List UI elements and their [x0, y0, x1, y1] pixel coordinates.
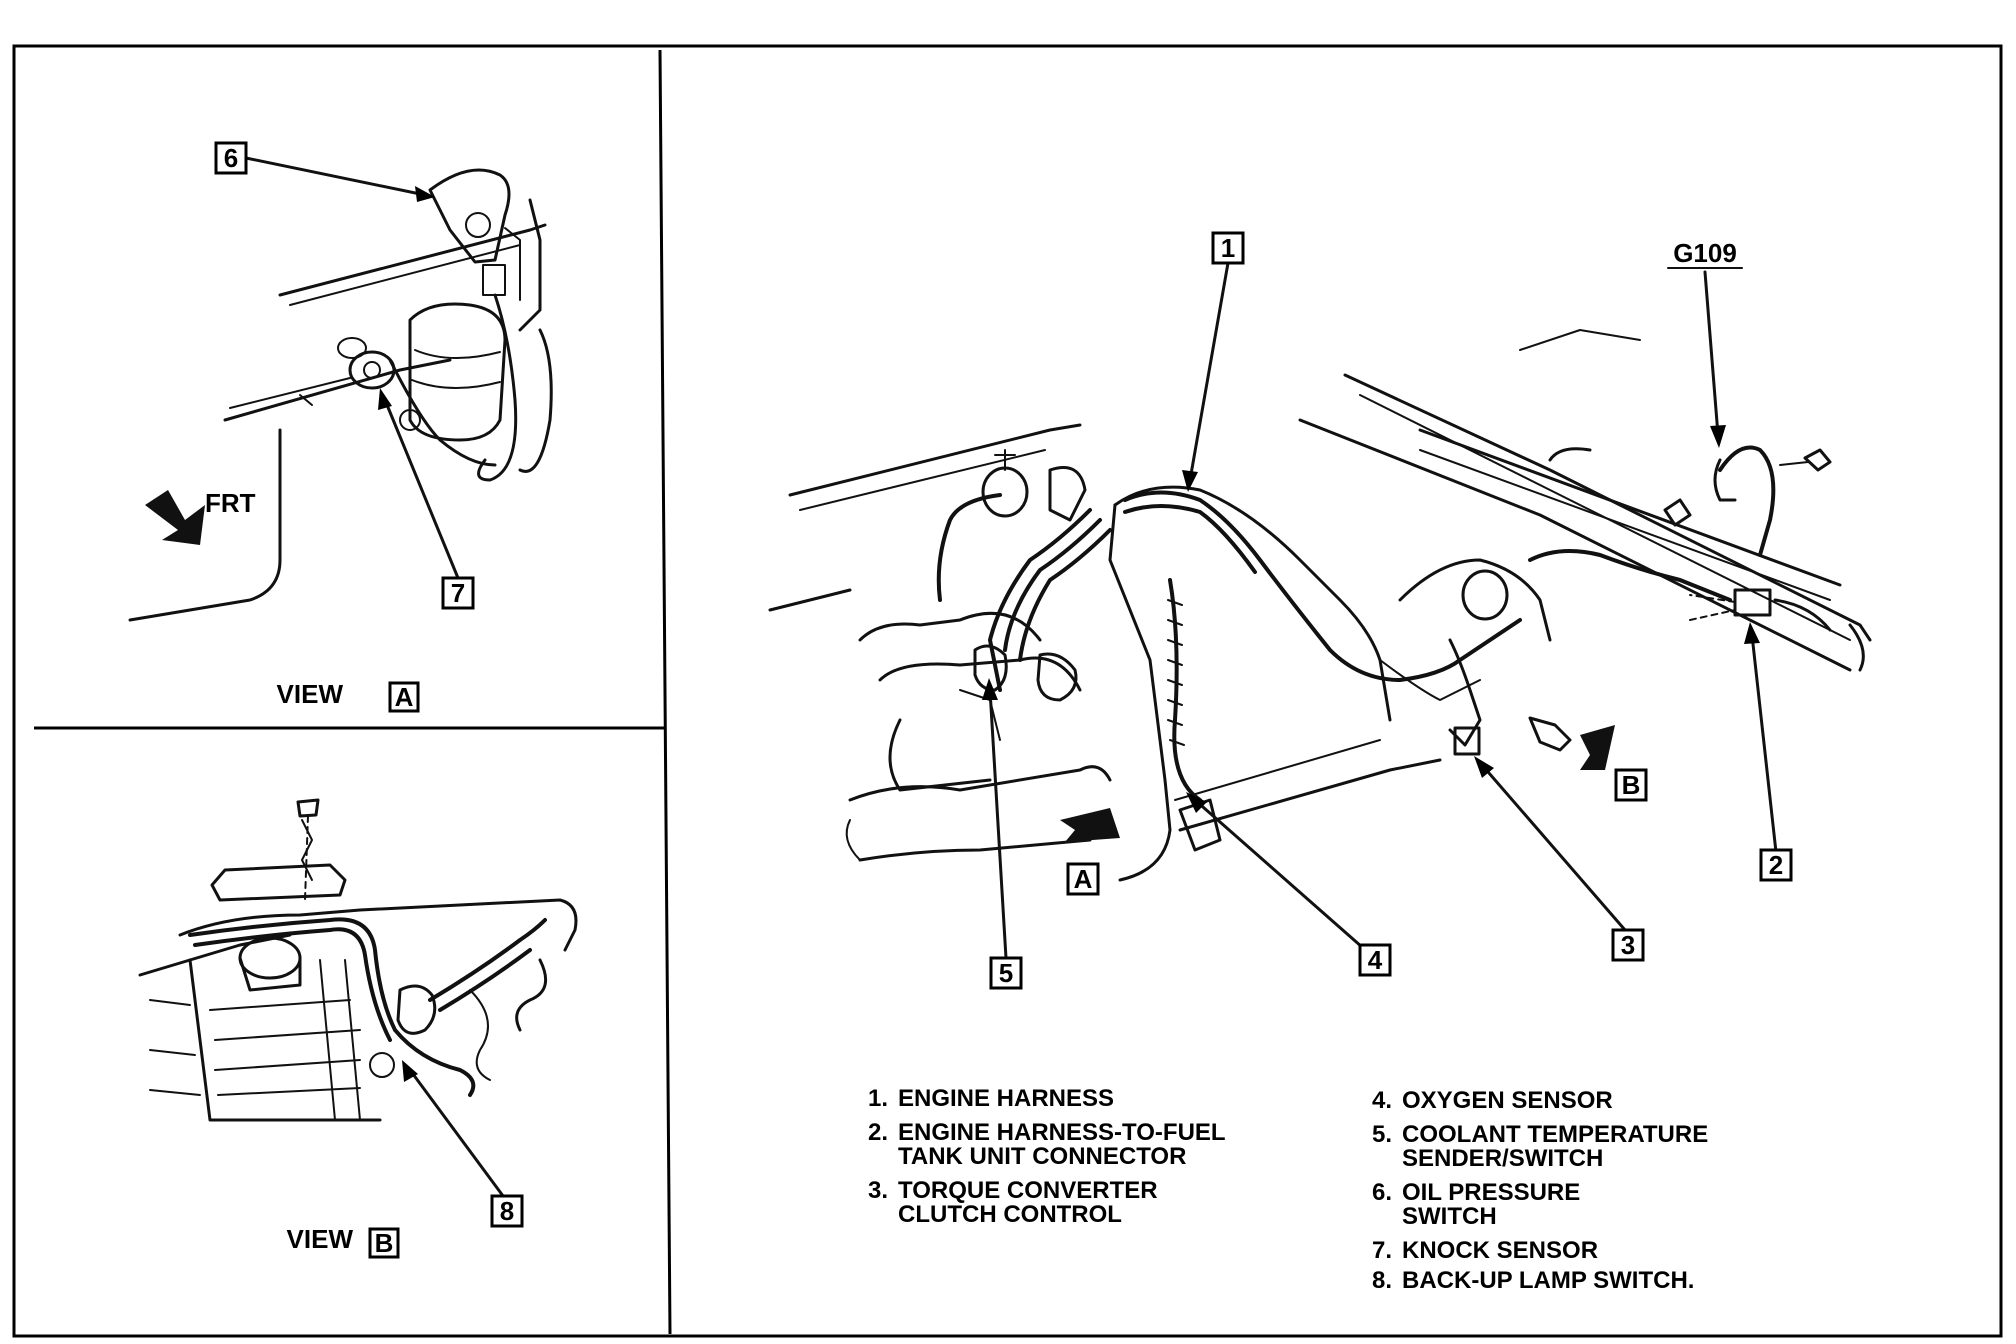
callout-7: 7	[378, 388, 475, 610]
legend-item-2-text-line-2: TANK UNIT CONNECTOR	[898, 1143, 1186, 1170]
legend-item-3-text-line-2: CLUTCH CONTROL	[898, 1201, 1122, 1228]
legend-item-4-text: OXYGEN SENSOR	[1402, 1087, 1613, 1114]
legend-item-8-number: 8.	[1372, 1267, 1392, 1294]
view-b-title: VIEW B	[287, 1224, 400, 1259]
legend-item-1-number: 1.	[868, 1085, 888, 1112]
legend-item-3-text-line-1: TORQUE CONVERTER	[898, 1177, 1158, 1204]
view-a-pointer: A	[1060, 808, 1120, 896]
legend-item-7-number: 7.	[1372, 1237, 1392, 1264]
view-b-label: VIEW	[287, 1224, 354, 1254]
main-view-b-letter: B	[1622, 770, 1641, 800]
callout-6-number: 6	[224, 143, 238, 173]
callout-6: 6	[214, 141, 435, 202]
view-a-label: VIEW	[277, 679, 344, 709]
view-b-transmission-drawing	[138, 798, 578, 1122]
legend-item-5-number: 5.	[1372, 1121, 1392, 1148]
front-arrow: FRT	[145, 488, 256, 545]
legend-item-6-text-line-2: SWITCH	[1402, 1203, 1497, 1230]
view-b-pointer: B	[1580, 725, 1648, 802]
callout-3: 3	[1474, 756, 1645, 962]
callout-2-number: 2	[1769, 850, 1783, 880]
callout-8-number: 8	[500, 1196, 514, 1226]
callout-2: 2	[1744, 622, 1793, 882]
legend-item-5-text-line-1: COOLANT TEMPERATURE	[1402, 1121, 1708, 1148]
callout-5: 5	[982, 678, 1023, 990]
legend-left-column: 1. ENGINE HARNESS 2. ENGINE HARNESS-TO-F…	[868, 1085, 1226, 1228]
panel-frame	[12, 44, 2003, 1338]
legend-item-2-text-line-1: ENGINE HARNESS-TO-FUEL	[898, 1119, 1226, 1146]
ground-label: G109	[1673, 238, 1737, 268]
legend-item-3-number: 3.	[868, 1177, 888, 1204]
callout-4: 4	[1186, 792, 1392, 977]
legend-item-4-number: 4.	[1372, 1087, 1392, 1114]
legend-item-6-text-line-1: OIL PRESSURE	[1402, 1179, 1580, 1206]
callout-1-number: 1	[1221, 233, 1235, 263]
legend: 1. ENGINE HARNESS 2. ENGINE HARNESS-TO-F…	[868, 1085, 1708, 1294]
legend-item-5-text-line-2: SENDER/SWITCH	[1402, 1145, 1603, 1172]
ground-g109-callout: G109	[1667, 238, 1743, 448]
front-label: FRT	[205, 488, 256, 518]
main-view-a-letter: A	[1074, 864, 1093, 894]
callout-1: 1	[1182, 231, 1245, 492]
callout-3-number: 3	[1621, 930, 1635, 960]
view-a-engine-drawing	[128, 168, 553, 622]
legend-right-column: 4. OXYGEN SENSOR 5. COOLANT TEMPERATURE …	[1372, 1087, 1708, 1294]
legend-item-7-text: KNOCK SENSOR	[1402, 1237, 1598, 1264]
callout-8: 8	[402, 1060, 524, 1228]
callout-7-number: 7	[451, 578, 465, 608]
view-b-panel: 8 VIEW B	[138, 798, 578, 1259]
view-b-letter: B	[375, 1228, 394, 1258]
callout-5-number: 5	[999, 958, 1013, 988]
legend-item-1-text: ENGINE HARNESS	[898, 1085, 1114, 1112]
legend-item-6-number: 6.	[1372, 1179, 1392, 1206]
view-a-panel: FRT 6 7 VIEW A	[128, 141, 553, 713]
view-a-letter: A	[395, 682, 414, 712]
main-engine-drawing	[768, 329, 1872, 882]
legend-item-2-number: 2.	[868, 1119, 888, 1146]
view-a-title: VIEW A	[277, 679, 420, 713]
callout-4-number: 4	[1368, 945, 1383, 975]
legend-item-8-text: BACK-UP LAMP SWITCH.	[1402, 1267, 1694, 1294]
main-view-panel: A B 1 G109 2	[768, 231, 1872, 1294]
